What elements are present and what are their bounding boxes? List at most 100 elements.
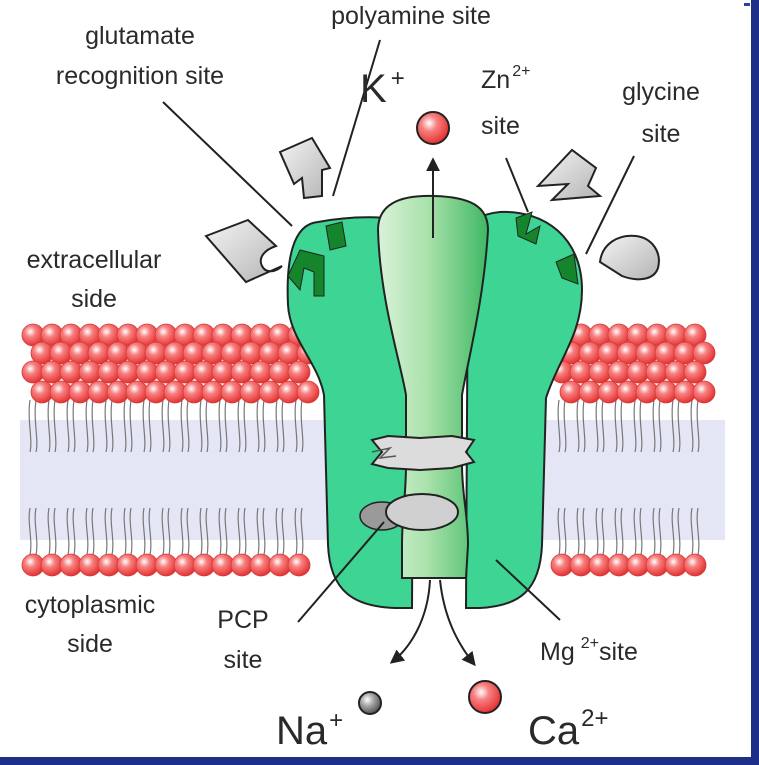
extracellular-label-line2: side	[71, 285, 117, 313]
lipid-tail	[557, 507, 561, 556]
lipid-tail	[262, 399, 266, 453]
lipid-tail	[300, 399, 304, 453]
lipid-tail	[218, 399, 222, 453]
lipid-tail	[129, 399, 133, 453]
glycine-leader-line	[585, 155, 635, 255]
lipid-tail	[243, 399, 247, 453]
lipid-tail	[180, 399, 184, 453]
lipid-tail	[652, 507, 656, 556]
lipid-tail	[582, 507, 586, 556]
pcp-site	[385, 493, 459, 531]
lipid-tail	[161, 399, 165, 453]
lipid-tail	[123, 399, 127, 453]
phospholipid-head	[683, 553, 707, 577]
lipid-tail	[224, 507, 228, 556]
lipid-tail	[281, 399, 285, 453]
glycine-label-line1: glycine	[622, 78, 700, 106]
lipid-tail	[53, 507, 57, 556]
phospholipid-head	[296, 380, 320, 404]
lipid-tail	[104, 507, 108, 556]
zinc-leader-line	[505, 157, 529, 213]
lipid-tail	[696, 399, 700, 453]
lipid-tail	[199, 507, 203, 556]
lipid-tail	[110, 399, 114, 453]
lipid-tail	[582, 399, 586, 453]
lipid-tail	[47, 399, 51, 453]
lipid-tail	[639, 507, 643, 556]
phospholipid-head	[287, 360, 311, 384]
lipid-tail	[237, 507, 241, 556]
lipid-tail	[161, 507, 165, 556]
cytoplasmic-label-line1: cytoplasmic	[25, 591, 156, 619]
lipid-tail	[557, 399, 561, 453]
potassium-ion-icon	[416, 111, 450, 145]
polyamine-ligand-icon	[278, 136, 332, 200]
lipid-tail	[677, 399, 681, 453]
lipid-tail	[595, 507, 599, 556]
lipid-tail	[142, 399, 146, 453]
lipid-tail	[167, 507, 171, 556]
lipid-tail	[658, 399, 662, 453]
lipid-tail	[218, 507, 222, 556]
lipid-tail	[91, 399, 95, 453]
lipid-tail	[262, 507, 266, 556]
lipid-tail	[275, 507, 279, 556]
sodium-label: Na+	[276, 707, 343, 753]
glutamate-label-line1: glutamate	[85, 22, 195, 50]
phospholipid-head	[683, 360, 707, 384]
sodium-ion-icon	[358, 691, 382, 715]
lipid-tail	[677, 507, 681, 556]
membrane-core-right	[540, 420, 725, 540]
frame-border-bottom	[0, 757, 759, 765]
lipid-tail	[237, 399, 241, 453]
lipid-tail	[620, 507, 624, 556]
magnesium-block-zigzag	[371, 446, 397, 460]
lipid-tail	[256, 507, 260, 556]
lipid-tail	[85, 399, 89, 453]
lipid-tail	[275, 399, 279, 453]
glutamate-leader-line	[162, 101, 293, 227]
lipid-tail	[72, 507, 76, 556]
lipid-tail	[199, 399, 203, 453]
lipid-tail	[91, 507, 95, 556]
calcium-influx-arrow	[439, 579, 476, 667]
zinc-ligand-icon	[535, 148, 603, 202]
lipid-tail	[690, 399, 694, 453]
sodium-influx-arrow	[389, 579, 431, 664]
lipid-tail	[294, 399, 298, 453]
phospholipid-head	[287, 553, 311, 577]
lipid-tail	[652, 399, 656, 453]
lipid-tail	[595, 399, 599, 453]
calcium-label: Ca2+	[528, 705, 609, 753]
lipid-tail	[671, 507, 675, 556]
lipid-tail	[224, 399, 228, 453]
phospholipid-head	[683, 323, 707, 347]
polyamine-leader-line	[332, 39, 381, 197]
pcp-label-line2: site	[224, 646, 263, 674]
lipid-tail	[186, 507, 190, 556]
lipid-tail	[104, 399, 108, 453]
lipid-tail	[614, 507, 618, 556]
frame-corner-mark	[744, 3, 750, 6]
polyamine-binding-site	[325, 221, 347, 251]
lipid-tail	[633, 507, 637, 556]
lipid-tail	[690, 507, 694, 556]
lipid-tail	[205, 507, 209, 556]
lipid-tail	[658, 507, 662, 556]
zinc-label-line2: site	[481, 112, 520, 140]
lipid-tail	[205, 399, 209, 453]
calcium-ion-icon	[468, 680, 502, 714]
lipid-bilayer	[21, 323, 716, 577]
glutamate-ligand-icon	[204, 218, 283, 284]
lipid-tail	[180, 507, 184, 556]
glutamate-binding-site	[287, 249, 325, 297]
pcp-label-line1: PCP	[217, 606, 268, 634]
polyamine-label: polyamine site	[331, 2, 491, 30]
lipid-tail	[256, 399, 260, 453]
receptor-right-subunit	[464, 210, 584, 609]
lipid-tail	[294, 507, 298, 556]
lipid-tail	[66, 399, 70, 453]
